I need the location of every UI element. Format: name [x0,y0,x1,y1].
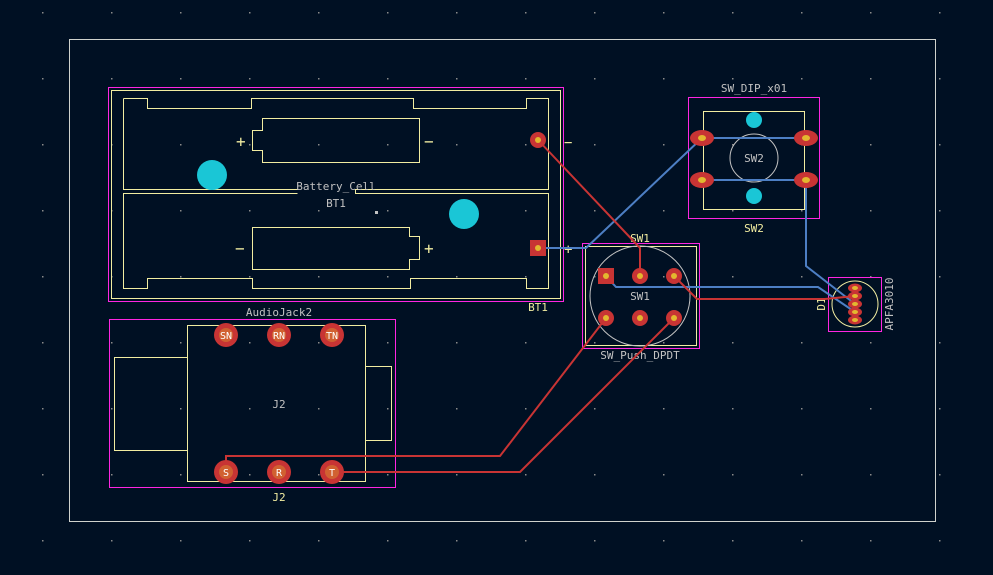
dip-switch-ref-label-silk: SW2 [744,222,764,235]
led-pad-5-drill [852,318,858,322]
battery-minus-pad-label: − [564,135,572,151]
battery-cell-bottom [252,227,420,270]
jack-pad-t[interactable] [320,460,344,484]
dip-switch-hole-top [746,112,762,128]
push-switch-value-label: SW_Push_DPDT [600,349,680,362]
jack-pad-sn-label: SN [220,331,232,342]
battery-holder-frame [123,98,549,289]
track-front-sw1-to-jack-t[interactable] [332,317,675,473]
dip-switch-pad-4-drill [802,177,810,183]
jack-pad-tn[interactable] [320,323,344,347]
jack-pad-r-label: R [276,468,283,479]
jack-pad-sn[interactable] [214,323,238,347]
jack-pad-r[interactable] [267,460,291,484]
jack-pad-sn-drill [219,328,233,342]
battery-center-marker [375,211,378,214]
dip-switch-pad-2-drill [802,135,810,141]
track-front-battery-to-sw1[interactable] [537,139,641,276]
dip-switch-actuator [729,133,779,183]
audio-jack-pads[interactable]: SN RN TN S R T [214,323,344,484]
led-pad-3-drill [852,302,858,306]
battery-ref-label-silk: BT1 [528,301,548,314]
battery-plus-pad-label: + [564,242,572,258]
track-front-sw1-to-led[interactable] [673,275,856,300]
push-switch-pad-6-drill [671,315,677,321]
battery-pads[interactable] [530,132,546,256]
jack-value-label: AudioJack2 [246,306,312,319]
led-pad-4-drill [852,310,858,314]
push-switch-pad-4-drill [603,315,609,321]
led-pads[interactable] [848,283,862,325]
push-switch-ref-label-silk: SW1 [630,232,650,245]
led-ref-label-silk: D1 [815,297,828,310]
battery-pad-plus-drill [535,245,541,251]
jack-pad-t-label: T [329,468,335,479]
jack-pad-rn-label: RN [273,331,285,342]
battery-cell-top [252,118,420,163]
battery-plus-top: + [236,132,246,151]
audio-jack-footprint[interactable]: AudioJack2 J2 J2 [109,306,396,504]
track-back-sw2-to-battery[interactable] [538,137,703,249]
track-back-sw2-to-led[interactable] [805,180,856,305]
jack-pad-tn-label: TN [326,331,338,342]
jack-plug-outline [114,357,188,451]
jack-courtyard [109,319,396,488]
led-value-label: APFA3010 [883,278,896,331]
led-pad-1-drill [852,286,858,290]
jack-pad-tn-drill [325,328,339,342]
dip-switch-courtyard [688,97,820,219]
push-switch-courtyard [582,243,700,349]
push-switch-pads[interactable] [598,268,682,326]
battery-mounting-hole-right [449,199,479,229]
push-switch-pad-2-drill [637,273,643,279]
led-footprint[interactable]: D1 APFA3010 [815,277,896,332]
battery-value-label: Battery_Cell [296,180,375,193]
dip-switch-value-label: SW_DIP_x01 [721,82,787,95]
jack-pad-s-drill [219,465,233,479]
battery-minus-bottom: − [235,239,245,258]
battery-courtyard [108,87,564,302]
dip-switch-pads[interactable] [690,130,818,188]
jack-side-outline [365,366,392,441]
dip-switch-footprint[interactable]: SW_DIP_x01 SW2 SW2 [688,82,820,235]
led-outline [831,280,879,328]
jack-pad-rn-drill [272,328,286,342]
dip-switch-ref-label-fab: SW2 [744,152,764,165]
background-grid [42,12,941,542]
jack-pad-rn[interactable] [267,323,291,347]
push-switch-pad-5-drill [637,315,643,321]
jack-pad-s[interactable] [214,460,238,484]
push-switch-pad-3-drill [671,273,677,279]
battery-footprint[interactable]: + − − + − + Battery_Cell BT1 BT1 [108,87,573,315]
dip-switch-outline [703,111,805,210]
board-edge-outline [69,39,936,522]
battery-ref-label-fab: BT1 [326,197,346,210]
jack-pad-t-drill [325,465,339,479]
push-switch-pad-1-drill [603,273,609,279]
dip-switch-pad-3-drill [698,177,706,183]
battery-minus-top: − [424,132,434,151]
dip-switch-pad-1-drill [698,135,706,141]
push-switch-actuator [589,245,691,347]
led-courtyard [828,277,882,332]
jack-pad-s-label: S [223,468,229,479]
battery-mounting-hole-left [197,160,227,190]
battery-plus-bottom: + [424,239,434,258]
jack-ref-label-fab: J2 [272,398,285,411]
push-switch-ref-label-fab: SW1 [630,290,650,303]
jack-ref-label-silk: J2 [272,491,285,504]
dip-switch-hole-bottom [746,188,762,204]
jack-pad-r-drill [272,465,286,479]
battery-pad-minus-drill [535,137,541,143]
push-switch-footprint[interactable]: SW1 SW1 SW_Push_DPDT [582,232,700,362]
battery-outline-outer [111,90,561,299]
led-pad-2-drill [852,294,858,298]
